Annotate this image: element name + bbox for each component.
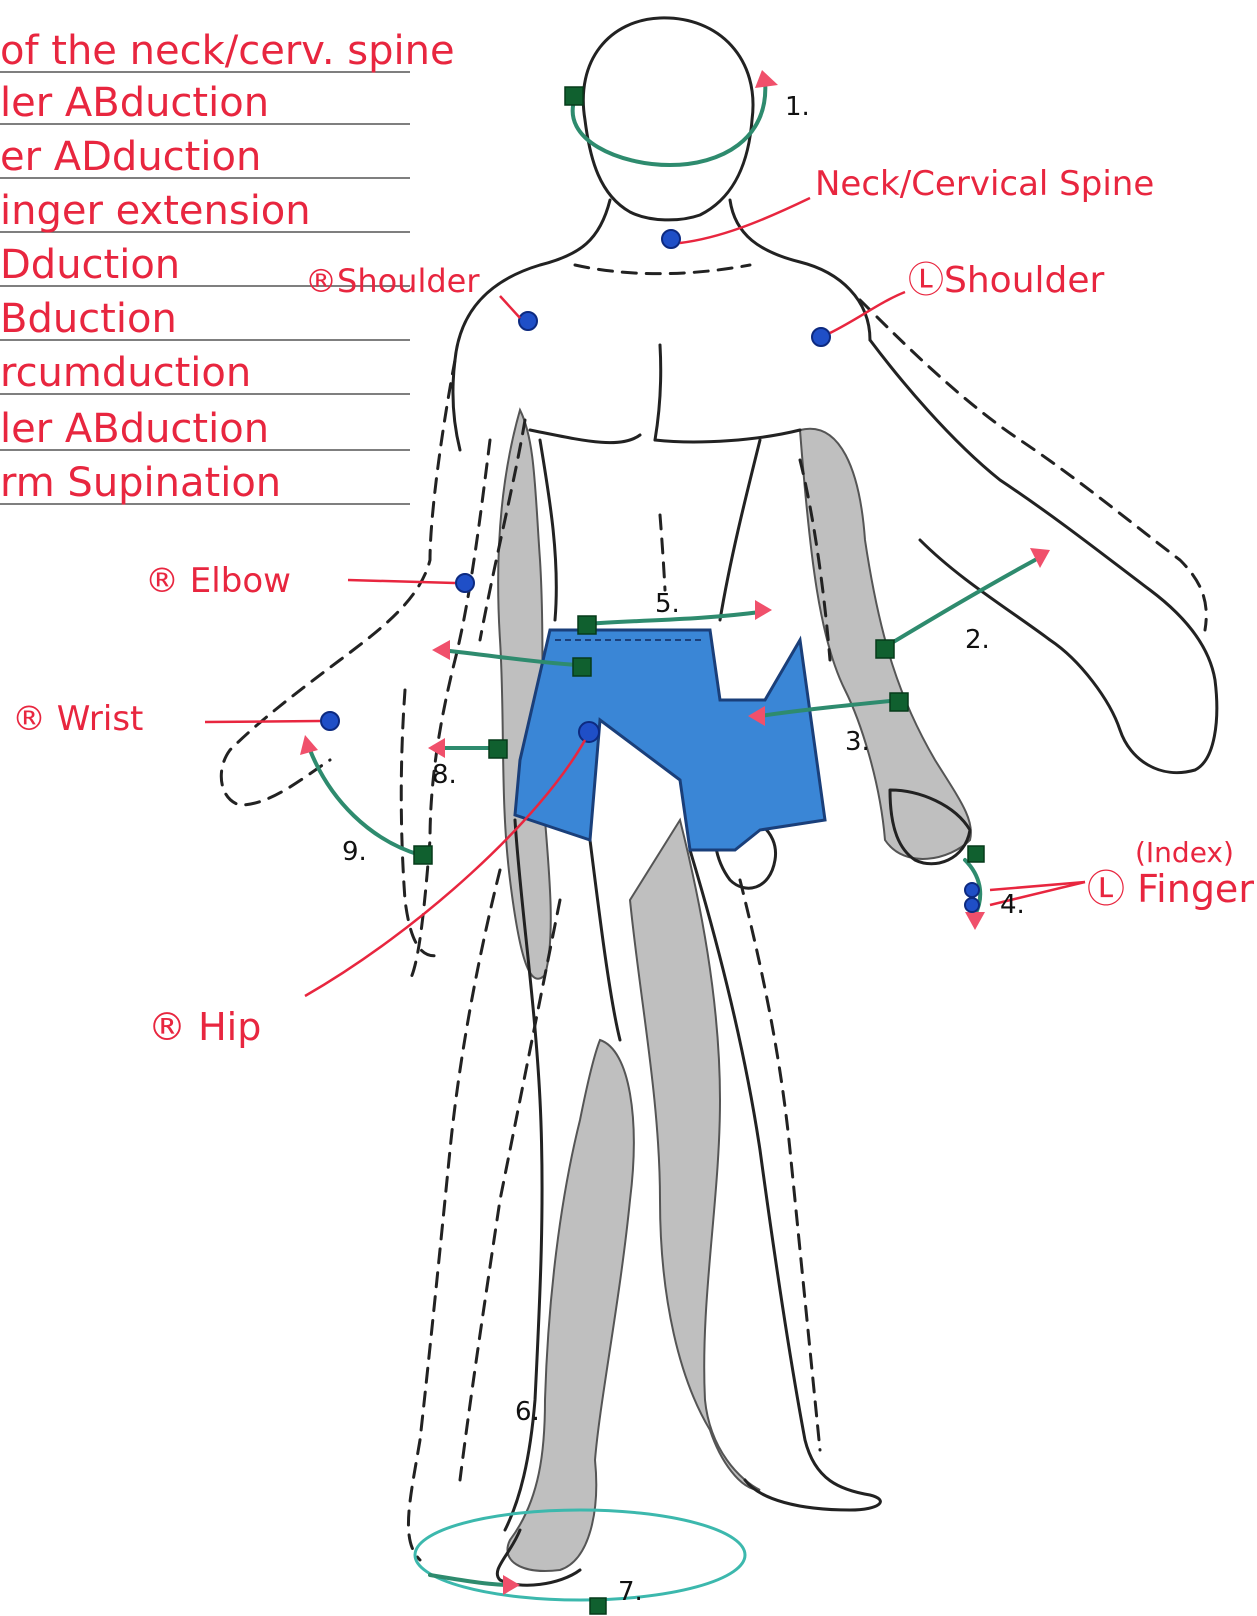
movement-number-4: 4. [1000,890,1025,920]
list-item-6: Bduction [0,296,177,342]
list-item-7: rcumduction [0,350,251,396]
movement-number-3: 3. [845,727,870,757]
list-item-2: ler ABduction [0,80,269,126]
list-item-5: Dduction [0,242,180,288]
movement-number-1: 1. [785,92,810,122]
movement-number-8: 8. [432,760,457,790]
list-item-4: inger extension [0,188,311,234]
list-item-8: ler ABduction [0,406,269,452]
movement-number-9: 9. [342,837,367,867]
head [583,18,753,220]
movement-number-2: 2. [965,625,990,655]
movement-number-5: 5. [655,589,680,619]
list-item-1: of the neck/cerv. spine [0,28,455,74]
label-right-hip: ® Hip [148,1005,261,1049]
shaded-limbs [498,410,971,1571]
label-right-wrist: ® Wrist [12,699,143,739]
movement-number-7: 7. [618,1577,643,1607]
label-finger: Ⓛ Finger [1087,867,1254,911]
label-finger-index: (Index) [1135,836,1234,869]
label-right-shoulder: ®Shoulder [305,262,480,300]
movement-number-6: 6. [515,1397,540,1427]
list-item-3: er ADduction [0,134,261,180]
label-neck: Neck/Cervical Spine [815,164,1154,204]
list-item-9: rm Supination [0,460,281,506]
label-right-elbow: ® Elbow [145,561,291,601]
label-left-shoulder: ⓁShoulder [908,260,1105,301]
